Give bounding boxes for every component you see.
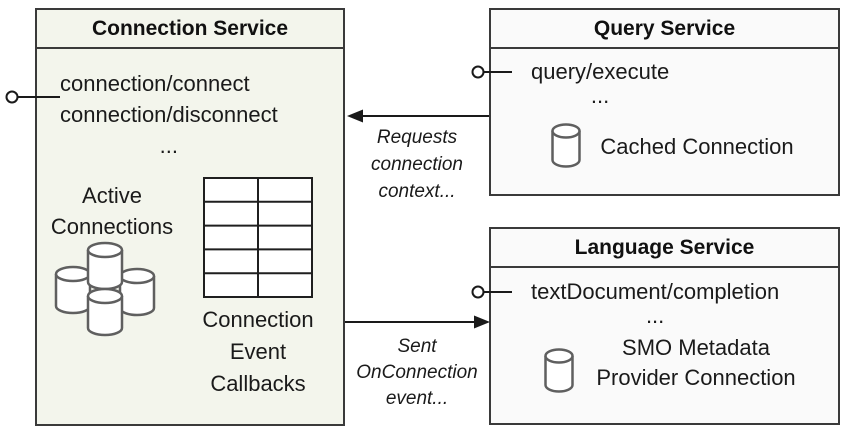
method-connection-connect: connection/connect <box>60 71 250 96</box>
language-service-methods: textDocument/completion ... <box>531 280 779 328</box>
method-connection-disconnect: connection/disconnect <box>60 102 278 127</box>
arrow-right-icon <box>345 315 490 329</box>
language-service-title: Language Service <box>491 229 838 268</box>
language-service-box: Language Service textDocument/completion… <box>489 227 840 425</box>
sent-onconnection-event-label: Sent OnConnection event... <box>356 336 478 409</box>
database-cylinder-icon <box>544 348 574 393</box>
methods-ellipsis: ... <box>590 83 610 108</box>
query-service-box: Query Service query/execute ... Cached C… <box>489 8 840 196</box>
callback-table-icon <box>203 177 313 298</box>
requests-connection-context-label: Requests connection context... <box>371 127 463 202</box>
smo-metadata-provider-connection-label: SMO Metadata Provider Connection <box>596 335 796 390</box>
methods-ellipsis: ... <box>159 133 179 158</box>
query-service-title: Query Service <box>491 10 838 49</box>
arrow-left-icon <box>347 109 489 123</box>
active-connections-label: Active Connections <box>50 183 174 239</box>
connection-service-box: Connection Service connection/connect co… <box>35 8 345 426</box>
cached-connection-label: Cached Connection <box>600 134 794 159</box>
method-query-execute: query/execute <box>531 59 670 84</box>
query-service-methods: query/execute ... <box>531 60 669 108</box>
method-textdocument-completion: textDocument/completion <box>531 279 780 304</box>
connection-event-callbacks-label: Connection Event Callbacks <box>202 307 314 396</box>
active-connections-cluster-icon <box>54 241 156 337</box>
database-cylinder-icon <box>551 123 581 168</box>
connection-service-methods: connection/connect connection/disconnect… <box>60 68 278 161</box>
methods-ellipsis: ... <box>645 303 665 328</box>
connection-service-title: Connection Service <box>37 10 343 49</box>
